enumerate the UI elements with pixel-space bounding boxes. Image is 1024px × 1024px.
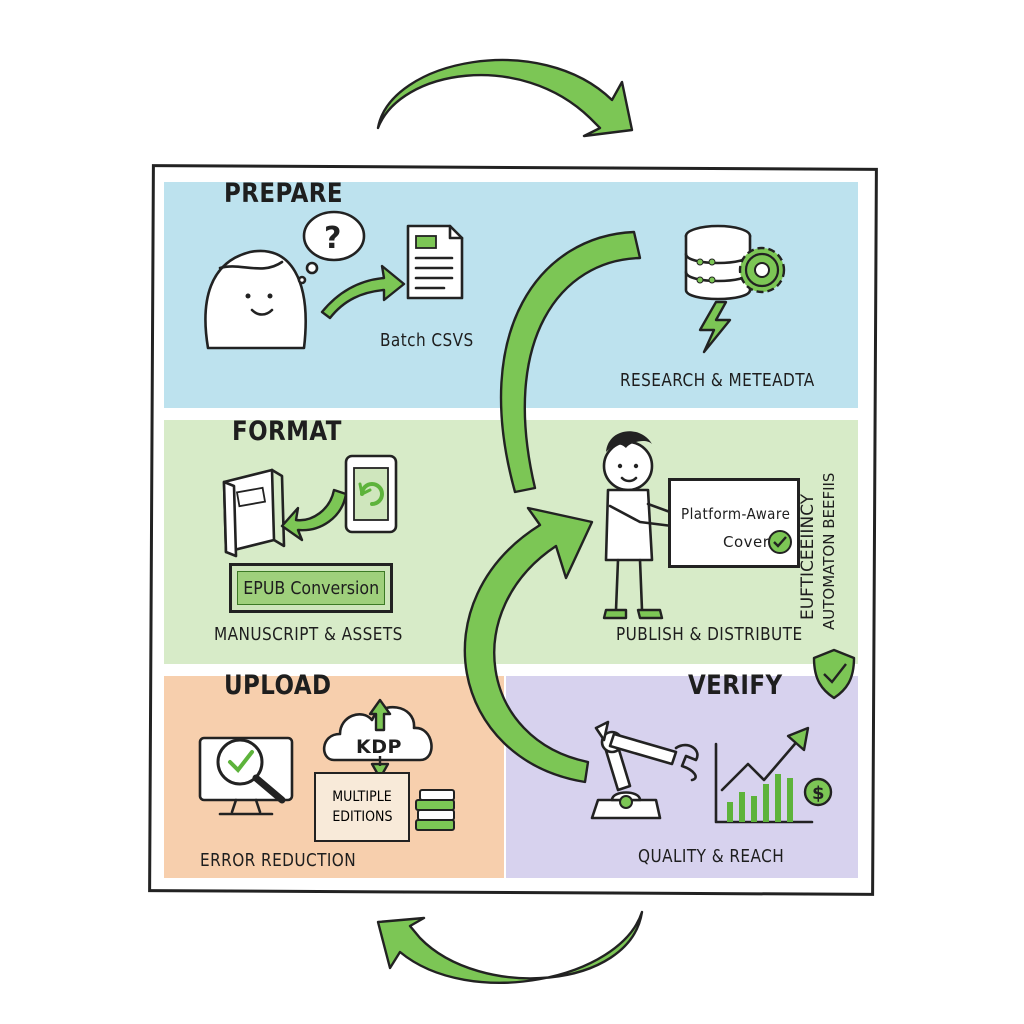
verify-caption: QUALITY & REACH [638,846,785,867]
prepare-caption: Batch CSVS [380,330,474,351]
prepare-flow-arrow [499,230,642,494]
kdp-label: KDP [356,736,402,758]
format-caption: MANUSCRIPT & ASSETS [214,624,403,645]
side-text-line2: AUTOMATON BEEFIIS [820,472,838,630]
shield-icon [812,648,856,700]
phone-refresh-icon [344,454,398,534]
database-icon [684,224,752,301]
dollar-icon: $ [803,777,833,807]
epub-conversion-label: EPUB Conversion [243,577,379,599]
book-icon [222,468,286,558]
svg-text:$: $ [812,783,825,804]
upload-title: UPLOAD [224,670,332,701]
prepare-title: PREPARE [224,178,343,209]
format-arrow-icon [280,488,348,542]
lightning-icon [698,300,732,354]
verify-title: VERIFY [688,670,783,701]
epub-conversion-badge: EPUB Conversion [229,563,393,613]
editions-line2: EDITIONS [331,809,393,825]
editions-line1: MULTIPLE [332,789,392,805]
person-presenter-icon [602,431,674,620]
book-stack-icon [415,789,455,831]
person-head-icon [204,249,307,350]
cloud-upload-icon [322,698,433,780]
upload-caption: ERROR REDUCTION [200,850,357,871]
side-text-line1: EUFTICEEIINCY [798,493,818,620]
sign-line1: Platform-Aware [681,505,791,523]
checkmark-icon [768,530,792,554]
automation-benefits-note: EUFTICEEIINCY AUTOMATON BEEFIIS [780,473,890,650]
top-cycle-arrow [376,58,634,138]
robot-arm-icon [590,720,699,820]
svg-text:?: ? [324,221,341,256]
publish-flow-arrow [463,506,594,784]
bottom-cycle-arrow [376,910,644,984]
platform-covers-sign: Platform-Aware Covers [668,478,800,568]
monitor-magnifier-icon [198,736,294,816]
gear-icon [738,246,786,294]
format-title: FORMAT [232,416,342,447]
sign-line2: Covers [723,533,778,551]
growth-chart-icon [714,726,814,824]
multiple-editions-box: MULTIPLE EDITIONS [314,772,410,842]
document-icon [406,224,464,300]
publish-caption: PUBLISH & DISTRIBUTE [616,624,803,645]
question-icon: ? [297,210,366,285]
prepare-arrow-icon [320,264,406,320]
research-label: RESEARCH & METEADTA [620,370,815,391]
